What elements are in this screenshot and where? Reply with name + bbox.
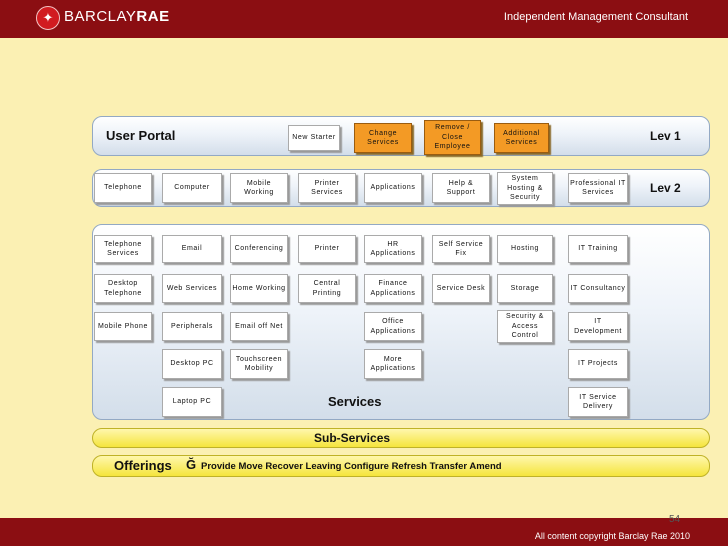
svc-service-desk[interactable]: Service Desk xyxy=(432,274,490,303)
svc-office-applications[interactable]: Office Applications xyxy=(364,312,422,341)
header-bar xyxy=(0,0,728,38)
svc-mobile-phone[interactable]: Mobile Phone xyxy=(94,312,152,341)
svc-touchscreen-mobility[interactable]: Touchscreen Mobility xyxy=(230,349,288,379)
svc-it-service-delivery[interactable]: IT Service Delivery xyxy=(568,387,628,417)
offerings-band xyxy=(92,455,710,477)
l2-system-hosting-security[interactable]: System Hosting & Security xyxy=(497,172,553,205)
services-label: Services xyxy=(328,394,382,409)
l2-mobile-working[interactable]: Mobile Working xyxy=(230,173,288,203)
l2-printer-services[interactable]: Printer Services xyxy=(298,173,356,203)
svc-email-off-net[interactable]: Email off Net xyxy=(230,312,288,341)
svc-desktop-telephone[interactable]: Desktop Telephone xyxy=(94,274,152,303)
svc-self-service-fix[interactable]: Self Service Fix xyxy=(432,235,490,263)
l2-help-support[interactable]: Help & Support xyxy=(432,173,490,203)
svc-hosting[interactable]: Hosting xyxy=(497,235,553,263)
svc-storage[interactable]: Storage xyxy=(497,274,553,303)
footer-bar xyxy=(0,518,728,546)
svc-it-development[interactable]: IT Development xyxy=(568,312,628,341)
level-1-label: Lev 1 xyxy=(650,129,681,143)
new-starter-box[interactable]: New Starter xyxy=(288,125,340,151)
l2-applications[interactable]: Applications xyxy=(364,173,422,203)
offerings-label: Offerings xyxy=(114,458,172,473)
offerings-text: Provide Move Recover Leaving Configure R… xyxy=(201,461,502,472)
svc-security-access-control[interactable]: Security & Access Control xyxy=(497,310,553,343)
svc-telephone-services[interactable]: Telephone Services xyxy=(94,235,152,263)
tagline: Independent Management Consultant xyxy=(503,11,688,23)
additional-services-box[interactable]: Additional Services xyxy=(494,123,549,153)
offerings-glyph: Ğ xyxy=(186,457,197,472)
svc-it-training[interactable]: IT Training xyxy=(568,235,628,263)
brand-name: BARCLAYRAE xyxy=(64,8,170,25)
svc-it-projects[interactable]: IT Projects xyxy=(568,349,628,379)
remove-close-employee-box[interactable]: Remove / Close Employee xyxy=(424,120,481,155)
page-number: 54 xyxy=(669,514,681,525)
svc-email[interactable]: Email xyxy=(162,235,222,263)
sub-services-label: Sub-Services xyxy=(314,431,391,445)
sub-services-band xyxy=(92,428,710,448)
change-services-box[interactable]: Change Services xyxy=(354,123,412,153)
svc-peripherals[interactable]: Peripherals xyxy=(162,312,222,341)
user-portal-label: User Portal xyxy=(106,128,176,143)
svc-desktop-pc[interactable]: Desktop PC xyxy=(162,349,222,379)
barclay-rae-logo-icon: ✦ xyxy=(36,6,60,30)
svc-it-consultancy[interactable]: IT Consultancy xyxy=(568,274,628,303)
svc-printer[interactable]: Printer xyxy=(298,235,356,263)
svc-central-printing[interactable]: Central Printing xyxy=(298,274,356,303)
l2-professional-it-services[interactable]: Professional IT Services xyxy=(568,173,628,203)
level-2-label: Lev 2 xyxy=(650,181,681,195)
copyright-text: All content copyright Barclay Rae 2010 xyxy=(534,531,690,541)
l2-telephone[interactable]: Telephone xyxy=(94,173,152,203)
svc-home-working[interactable]: Home Working xyxy=(230,274,288,303)
l2-computer[interactable]: Computer xyxy=(162,173,222,203)
svc-laptop-pc[interactable]: Laptop PC xyxy=(162,387,222,417)
svc-finance-applications[interactable]: Finance Applications xyxy=(364,274,422,303)
svc-web-services[interactable]: Web Services xyxy=(162,274,222,303)
svc-more-applications[interactable]: More Applications xyxy=(364,349,422,379)
svc-conferencing[interactable]: Conferencing xyxy=(230,235,288,263)
svc-hr-applications[interactable]: HR Applications xyxy=(364,235,422,263)
